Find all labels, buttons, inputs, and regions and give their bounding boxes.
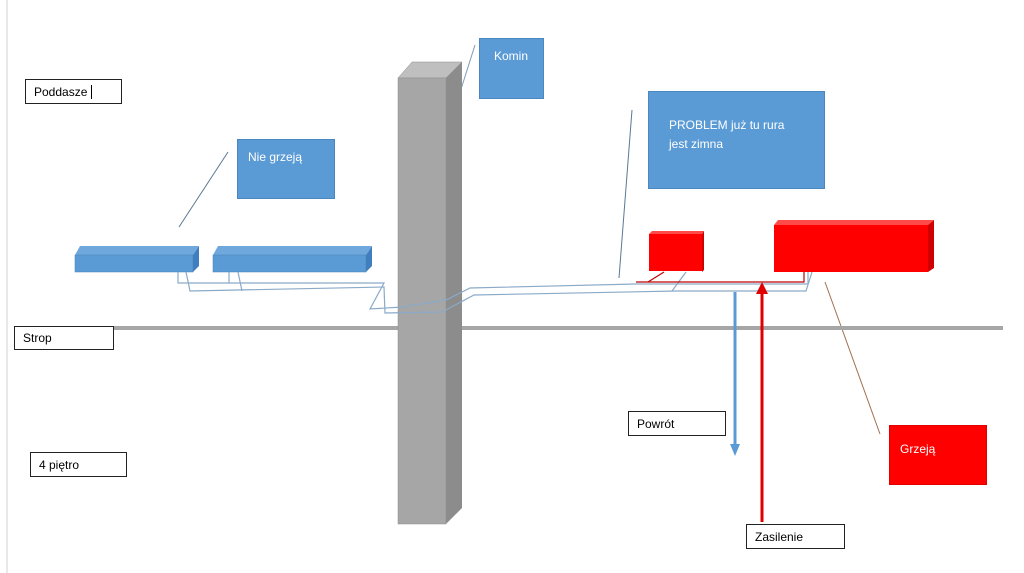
floor-label: 4 piętro	[30, 452, 127, 477]
supply-arrow	[756, 282, 768, 522]
attic-label-text: Poddasze	[34, 84, 88, 99]
supply-label: Zasilenie	[746, 524, 845, 549]
not-heating-note: Nie grzeją	[237, 139, 335, 199]
return-arrow	[730, 292, 740, 456]
hot-radiator-large	[774, 220, 934, 272]
ceiling-label: Strop	[14, 326, 114, 350]
problem-note: PROBLEM już tu rura jest zimna	[648, 91, 825, 189]
chimney	[397, 61, 463, 525]
supply-pipe	[636, 271, 805, 283]
problem-callout-line	[618, 109, 633, 279]
attic-label: Poddasze	[25, 79, 122, 104]
not-heating-callout-line	[178, 151, 229, 228]
return-pipes	[177, 271, 813, 314]
cold-radiator-1	[74, 246, 199, 273]
chimney-note: Komin	[479, 38, 544, 99]
cold-radiator-2	[212, 246, 372, 273]
heating-callout-line	[824, 281, 881, 435]
ceiling-slab	[113, 326, 1003, 330]
return-label: Powrót	[628, 411, 726, 436]
heating-note: Grzeją	[889, 425, 987, 485]
hot-radiator-small	[649, 231, 704, 272]
text-cursor	[91, 84, 93, 99]
